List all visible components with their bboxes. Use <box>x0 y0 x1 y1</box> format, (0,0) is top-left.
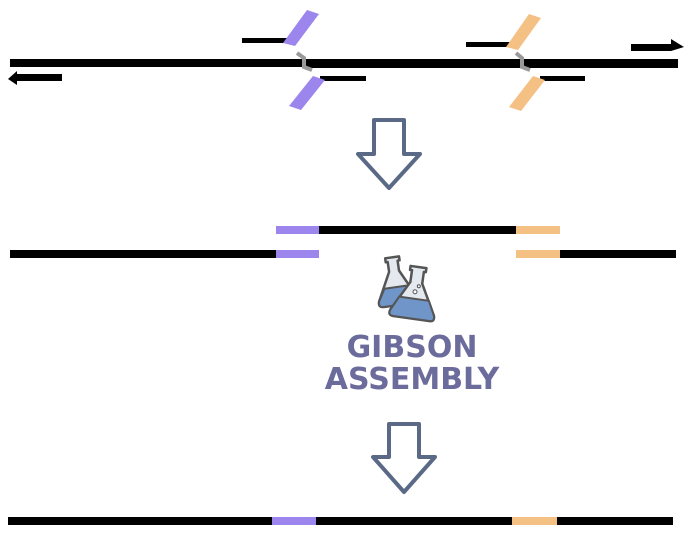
gibson-label-line2: ASSEMBLY <box>325 362 501 397</box>
template-strand-top <box>10 59 678 67</box>
end-primer-left-arrow <box>8 71 62 85</box>
primer-pair-right <box>466 14 585 111</box>
primer-left-bottom-overhang <box>289 76 325 110</box>
pcr-stage <box>8 10 684 111</box>
cut-site-left <box>295 51 313 72</box>
primer-left-top-overhang <box>283 10 319 46</box>
primer-pair-left <box>242 10 366 110</box>
fragment-left-overlap <box>276 250 319 258</box>
down-arrow-icon <box>356 118 422 190</box>
gibson-label-line1: GIBSON <box>347 330 478 365</box>
primer-right-bottom-overhang <box>509 76 545 111</box>
fragment-right-overlap <box>516 250 560 258</box>
primer-left-bottom-body <box>320 76 366 81</box>
assembled-overlap-orange <box>512 517 557 525</box>
insert-left-overlap <box>276 226 319 234</box>
fragment-right-strand <box>560 250 676 258</box>
insert-right-overlap <box>516 226 560 234</box>
template-strand-bottom <box>302 67 678 68</box>
assembled-overlap-purple <box>272 517 316 525</box>
fragment-left-strand <box>10 250 276 258</box>
primer-right-top-body <box>466 42 510 47</box>
cut-site-right <box>514 51 531 72</box>
down-arrow-icon <box>371 422 437 494</box>
insert-strand <box>319 226 516 234</box>
assembled-strand-right <box>557 517 673 525</box>
primer-right-top-overhang <box>506 14 541 50</box>
assembled-strand-middle <box>316 517 512 525</box>
flask-icon <box>377 255 436 323</box>
primer-left-top-body <box>242 38 287 43</box>
primer-right-bottom-body <box>540 76 585 81</box>
pcr-products <box>10 226 676 258</box>
assembled-product <box>8 517 673 525</box>
assembled-strand-left <box>8 517 272 525</box>
end-primer-right-arrow <box>631 39 684 51</box>
